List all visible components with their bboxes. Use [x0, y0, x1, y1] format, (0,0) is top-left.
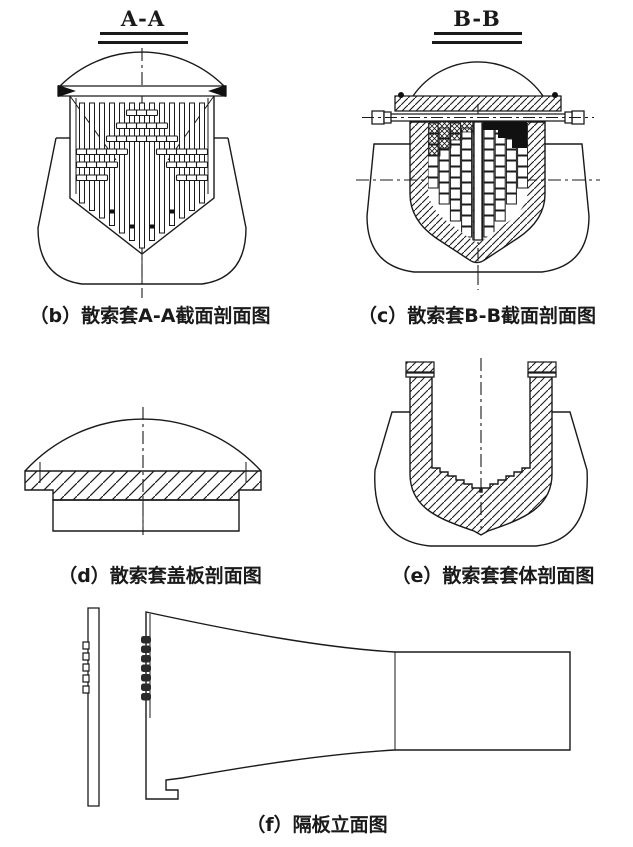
- sleeve-body-section-drawing: [348, 358, 618, 554]
- caption-panel-c: （c）散索套B-B截面剖面图: [357, 305, 597, 327]
- section-underline: [434, 32, 522, 35]
- section-label-bb: B-B: [453, 6, 501, 31]
- section-underline: [432, 41, 522, 44]
- caption-panel-e: （e）散索套套体剖面图: [391, 565, 595, 587]
- caption-panel-b: （b）散索套A-A截面剖面图: [29, 305, 271, 327]
- cover-plate-section-drawing: [12, 405, 272, 539]
- section-underline: [98, 41, 188, 44]
- splay-sleeve-section-aa-drawing: [30, 48, 290, 300]
- section-underline: [100, 32, 188, 35]
- caption-panel-d: （d）散索套盖板剖面图: [58, 565, 262, 587]
- partition-plate-elevation-drawing: [78, 600, 590, 815]
- splay-sleeve-section-bb-drawing: [352, 56, 612, 296]
- caption-panel-f: （f）隔板立面图: [246, 814, 388, 836]
- section-label-aa: A-A: [120, 6, 166, 31]
